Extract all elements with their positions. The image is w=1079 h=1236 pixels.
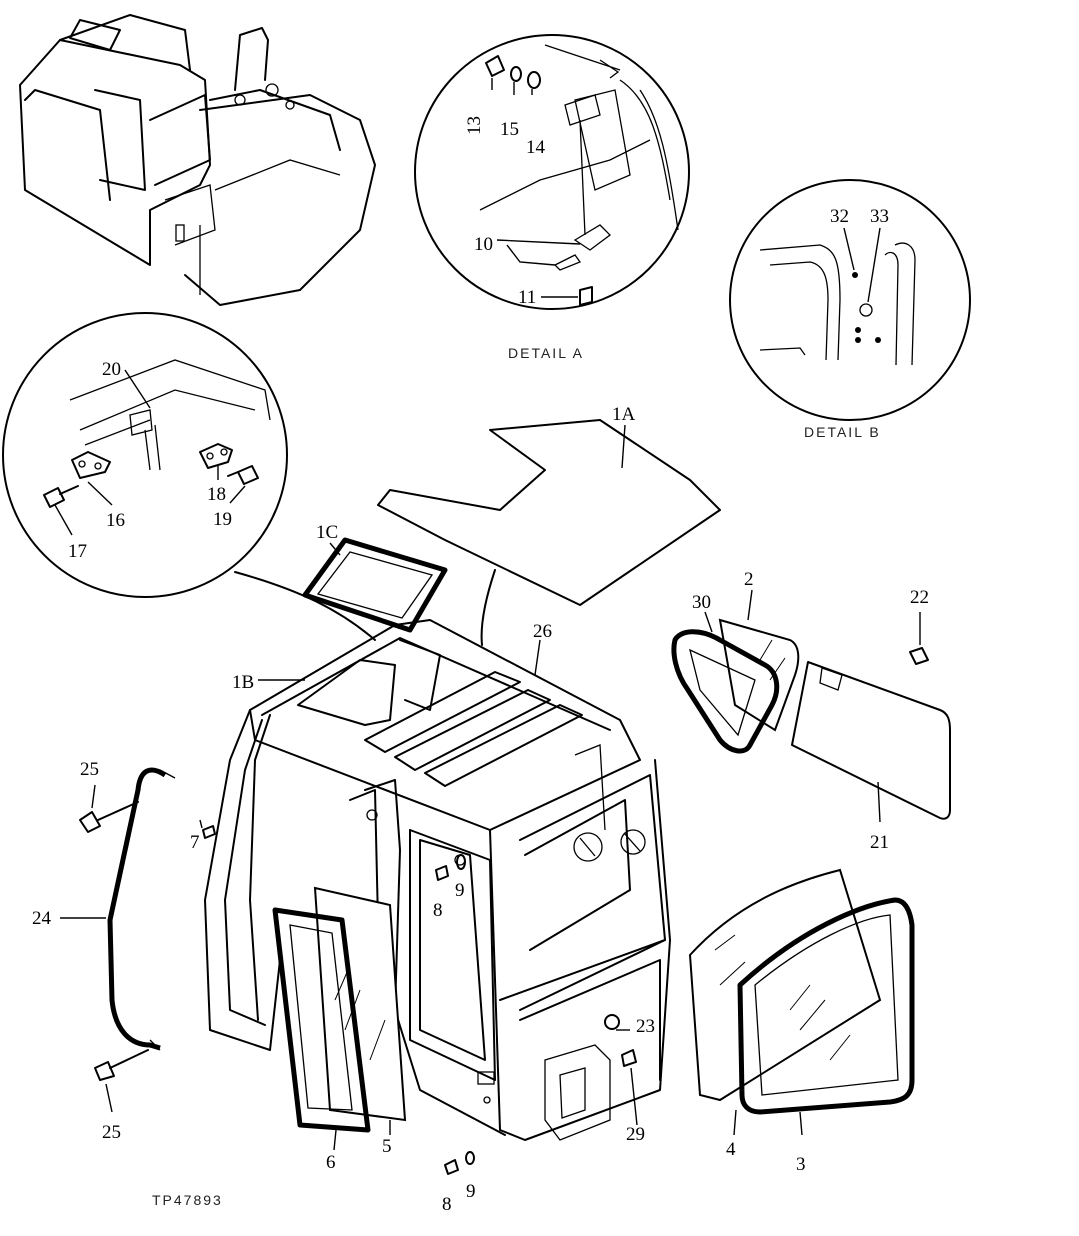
detail-b: 32 33 DETAIL B	[729, 179, 971, 440]
rear-panel-21: 22 21	[791, 587, 951, 853]
callout-19: 19	[213, 509, 232, 530]
callout-3: 3	[796, 1154, 806, 1175]
detail-a-label: DETAIL A	[508, 345, 584, 361]
callout-33: 33	[870, 206, 889, 227]
handrail-24: 25 25 24 7	[32, 759, 216, 1143]
callout-5: 5	[382, 1136, 392, 1157]
detail-a: DETAIL A 13 15 14 10 11	[414, 34, 690, 361]
roof-mat-1a: 1A	[377, 404, 721, 606]
callout-25-bottom: 25	[102, 1122, 121, 1143]
callout-11: 11	[518, 287, 536, 308]
callout-9-upper: 9	[455, 880, 465, 901]
callout-24: 24	[32, 908, 52, 929]
rear-glass-2-and-seal-30: 30 2	[671, 569, 800, 754]
connector-line	[234, 571, 376, 641]
callout-17: 17	[68, 541, 87, 562]
callout-22: 22	[910, 587, 929, 608]
callout-25-top: 25	[80, 759, 99, 780]
callout-2: 2	[744, 569, 754, 590]
callout-4: 4	[726, 1139, 736, 1160]
callout-10: 10	[474, 234, 493, 255]
callout-1a: 1A	[612, 404, 636, 425]
callout-23: 23	[636, 1016, 655, 1037]
machine-overview	[19, 14, 376, 306]
callout-6: 6	[326, 1152, 336, 1173]
callout-9-lower: 9	[466, 1181, 476, 1202]
callout-1b: 1B	[232, 672, 254, 693]
callout-30: 30	[692, 592, 711, 613]
callout-7: 7	[190, 832, 200, 853]
callout-18: 18	[207, 484, 226, 505]
callout-8-upper: 8	[433, 900, 443, 921]
callout-26: 26	[533, 621, 552, 642]
connector-line	[480, 569, 496, 646]
door-glass-5-and-seal-6: 6 5	[272, 886, 407, 1173]
callout-21: 21	[870, 832, 889, 853]
cab-hardware: 8 9 8 9 23 29	[433, 854, 655, 1215]
figure-code: TP47893	[152, 1192, 223, 1208]
callout-16: 16	[106, 510, 125, 531]
callout-29: 29	[626, 1124, 645, 1145]
callout-8-lower: 8	[442, 1194, 452, 1215]
callout-1c: 1C	[316, 522, 338, 543]
callout-20: 20	[102, 359, 121, 380]
callout-32: 32	[830, 206, 849, 227]
front-glass-4-and-seal-3: 4 3	[688, 868, 915, 1175]
roof-seal-1c: 1C	[302, 522, 448, 633]
hinge-detail: 20 16 17 18 19	[2, 312, 288, 598]
detail-b-label: DETAIL B	[804, 424, 881, 440]
callout-13: 13	[464, 116, 485, 135]
callout-15: 15	[500, 119, 519, 140]
cab-body: 26 1B	[204, 619, 671, 1141]
callout-14: 14	[526, 137, 546, 158]
